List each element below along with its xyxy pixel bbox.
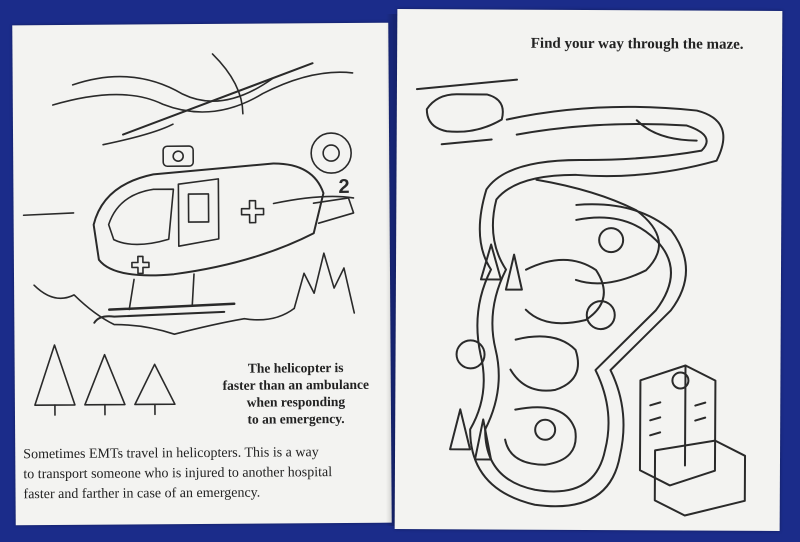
helicopter-illustration: 2 — [22, 53, 356, 416]
body-line: to transport someone who is injured to a… — [23, 465, 333, 483]
left-page: 2 The helicopter is faster than an ambul… — [12, 22, 392, 526]
body-line: Sometimes EMTs travel in helicopters. Th… — [23, 445, 319, 463]
right-page: Find your way through the maze. — [394, 8, 783, 532]
caption-line: faster than an ambulance — [222, 376, 370, 393]
hospital-building-icon — [638, 364, 747, 517]
maze-trees — [449, 227, 625, 461]
caption-line: when responding — [246, 394, 346, 410]
body-line: faster and farther in case of an emergen… — [23, 485, 261, 503]
helicopter-caption: The helicopter is faster than an ambulan… — [211, 359, 381, 428]
small-helicopter-icon — [415, 78, 518, 146]
caption-line: The helicopter is — [247, 360, 344, 376]
body-paragraph: Sometimes EMTs travel in helicopters. Th… — [23, 443, 383, 506]
caption-line: to an emergency. — [247, 411, 345, 427]
helicopter-number: 2 — [338, 176, 349, 198]
maze-illustration — [415, 78, 747, 517]
